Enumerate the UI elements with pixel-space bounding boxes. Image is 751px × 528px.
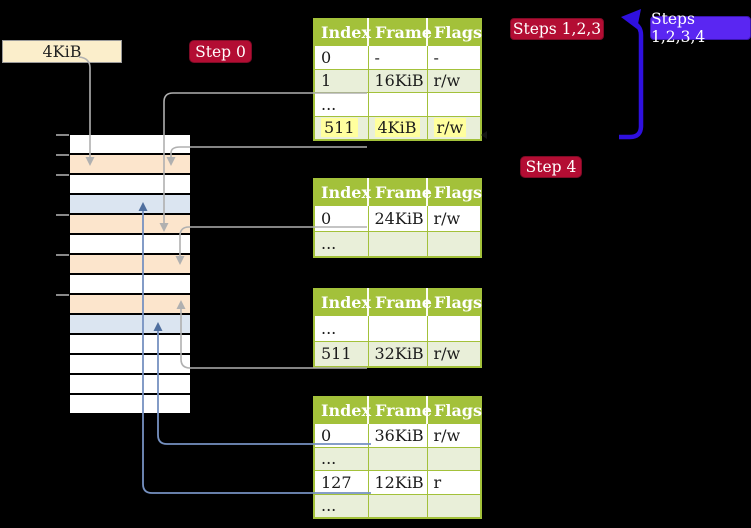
cell-frame — [367, 315, 428, 342]
cell-flags — [426, 230, 482, 258]
column-header-flags: Flags — [426, 397, 482, 424]
column-header-frame: Frame — [367, 397, 432, 424]
cell-frame: 12KiB — [367, 470, 428, 495]
cell-index: ... — [313, 446, 369, 471]
table-row: ... — [313, 230, 482, 258]
steps-loop-arrow-line — [619, 21, 644, 140]
cell-index: 0 — [313, 205, 369, 232]
steps-loop-arrowhead — [621, 9, 641, 29]
memory-strip-row-12-empty — [70, 375, 190, 395]
table-row: ... — [313, 92, 482, 117]
column-header-frame: Frame — [367, 289, 432, 316]
cell-frame: 4KiB — [367, 115, 428, 141]
highlighted-value: r/w — [433, 118, 467, 138]
column-header-index: Index — [314, 19, 371, 46]
cell-frame — [367, 230, 428, 258]
address-tick — [56, 174, 69, 176]
cell-index: 0 — [313, 423, 369, 448]
highlighted-value: 4KiB — [374, 118, 420, 138]
cell-flags: r — [426, 470, 482, 495]
address-tick — [56, 134, 69, 136]
cell-index: 511 — [313, 340, 369, 368]
table-row: 511 4KiB r/w — [313, 115, 482, 141]
cell-index: ... — [313, 315, 369, 342]
cell-frame: 32KiB — [367, 340, 428, 368]
table-row: 0-- — [313, 45, 482, 70]
cell-flags — [426, 493, 482, 519]
memory-strip-row-8-pagetable — [70, 295, 190, 315]
memory-strip-row-5-empty — [70, 235, 190, 255]
steps1234-badge: Steps 1,2,3,4 — [650, 10, 751, 46]
cell-flags: - — [426, 45, 482, 70]
cell-index: ... — [313, 493, 369, 519]
cell-frame: 16KiB — [367, 68, 428, 93]
cell-frame: 36KiB — [367, 423, 428, 448]
cell-index: 511 — [313, 115, 369, 141]
frame-size-label: 4KiB — [2, 40, 122, 63]
cell-frame — [367, 92, 428, 117]
cell-flags: r/w — [426, 115, 482, 141]
cell-flags: r/w — [426, 340, 482, 368]
cell-index: ... — [313, 92, 369, 117]
step4-badge: Step 4 — [520, 156, 582, 178]
memory-strip-row-13-empty — [70, 395, 190, 415]
column-header-flags: Flags — [426, 19, 482, 46]
memory-strip-row-4-pagetable — [70, 215, 190, 235]
cell-frame: 24KiB — [367, 205, 428, 232]
memory-strip-row-10-empty — [70, 335, 190, 355]
column-header-frame: Frame — [367, 19, 432, 46]
table-row: ... — [313, 446, 482, 471]
memory-strip-row-6-pagetable — [70, 255, 190, 275]
column-header-frame: Frame — [367, 179, 432, 206]
cell-index: 0 — [313, 45, 369, 70]
column-header-index: Index — [314, 397, 371, 424]
cell-frame — [367, 493, 428, 519]
cell-index: ... — [313, 230, 369, 258]
column-header-flags: Flags — [426, 289, 482, 316]
cell-frame: - — [367, 45, 428, 70]
step0-badge: Step 0 — [189, 40, 252, 63]
cell-flags — [426, 92, 482, 117]
cell-index: 127 — [313, 470, 369, 495]
cell-frame — [367, 446, 428, 471]
memory-strip-row-1-pagetable — [70, 155, 190, 175]
cell-flags: r/w — [426, 205, 482, 232]
memory-strip-row-0-empty — [70, 135, 190, 155]
column-header-index: Index — [314, 289, 371, 316]
address-tick — [56, 294, 69, 296]
cell-flags: r/w — [426, 68, 482, 93]
address-tick — [56, 254, 69, 256]
cell-flags: r/w — [426, 423, 482, 448]
memory-strip-row-7-empty — [70, 275, 190, 295]
steps123-badge: Steps 1,2,3 — [510, 18, 604, 40]
table-row: ... — [313, 493, 482, 519]
memory-strip-row-9-page — [70, 315, 190, 335]
column-header-index: Index — [314, 179, 371, 206]
connector-t1-row511-line — [170, 146, 367, 157]
column-header-flags: Flags — [426, 179, 482, 206]
highlighted-value: 511 — [321, 118, 358, 138]
memory-strip-row-2-empty — [70, 175, 190, 195]
table-row: ... — [313, 315, 482, 342]
address-tick — [56, 154, 69, 156]
cell-flags — [426, 315, 482, 342]
address-tick — [56, 214, 69, 216]
physical-memory-strip — [70, 135, 190, 415]
memory-strip-row-11-empty — [70, 355, 190, 375]
cell-index: 1 — [313, 68, 369, 93]
cell-flags — [426, 446, 482, 471]
memory-strip-row-3-page — [70, 195, 190, 215]
